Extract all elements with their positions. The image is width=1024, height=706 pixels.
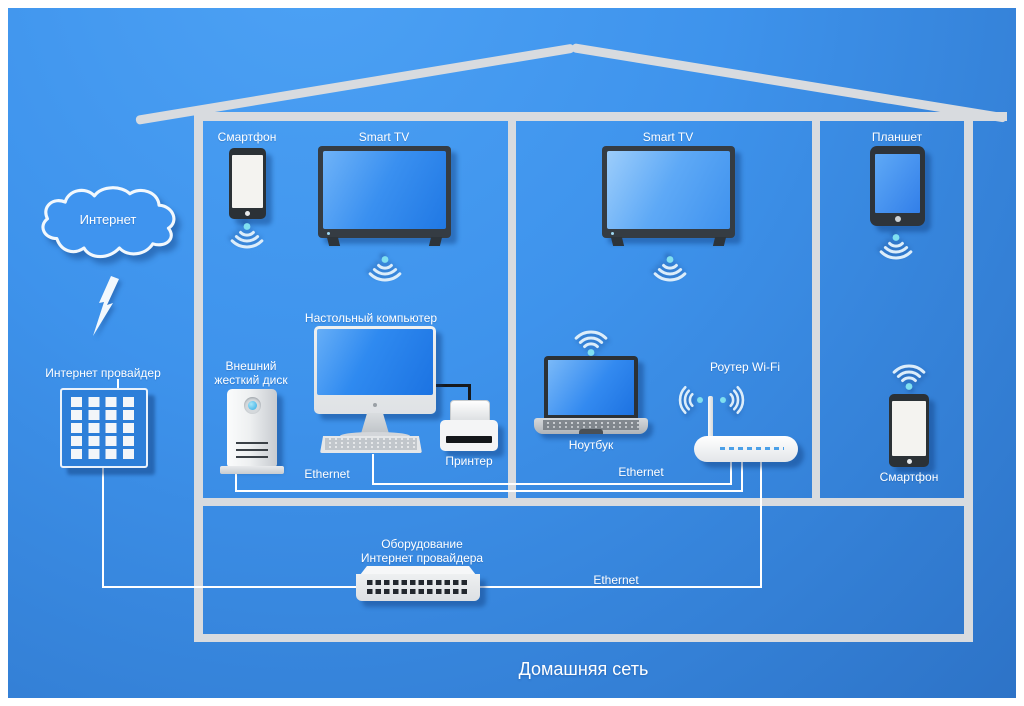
cable-hdd-vertical bbox=[235, 474, 237, 492]
cable-desktop-to-router bbox=[372, 483, 732, 485]
network-switch-icon bbox=[356, 574, 480, 601]
provider-label: Интернет провайдер bbox=[45, 366, 161, 380]
router-label: Роутер Wi-Fi bbox=[709, 360, 781, 374]
switch-top-face bbox=[360, 566, 476, 575]
smart-tv-left-icon bbox=[318, 146, 451, 246]
internet-cloud-label: Интернет bbox=[79, 212, 137, 227]
cable-provider-vertical bbox=[102, 466, 104, 588]
lightning-bolt-icon bbox=[93, 276, 119, 336]
right-wall bbox=[964, 114, 973, 642]
cable-monitor-to-printer-h bbox=[430, 384, 471, 387]
wifi-signal-icon bbox=[876, 232, 916, 266]
internet-cloud-icon bbox=[36, 178, 182, 270]
provider-label-leader bbox=[117, 379, 119, 390]
provider-building-icon bbox=[60, 388, 148, 468]
laptop-label: Ноутбук bbox=[568, 438, 614, 452]
desktop-monitor-icon bbox=[314, 326, 436, 414]
monitor-stand bbox=[360, 413, 390, 434]
laptop-icon bbox=[544, 356, 638, 419]
hdd-base bbox=[220, 466, 284, 474]
wifi-signal-icon bbox=[650, 254, 690, 288]
cable-basement-right bbox=[478, 586, 762, 588]
printer-label: Принтер bbox=[445, 454, 493, 468]
cable-router-drop-1 bbox=[730, 460, 732, 485]
wifi-sidewaves-left-icon bbox=[674, 382, 694, 418]
ground-floor-beam bbox=[194, 634, 973, 642]
cable-router-drop-2 bbox=[741, 460, 743, 492]
diagram-canvas: Интернет Интернет провайдер Смартфон Sma… bbox=[8, 8, 1016, 698]
mid-floor-beam bbox=[194, 498, 973, 506]
ethernet-label-room2: Ethernet bbox=[618, 465, 664, 479]
wifi-sidewaves-right-icon bbox=[729, 382, 749, 418]
wifi-dot-left bbox=[697, 397, 703, 403]
tablet-label: Планшет bbox=[871, 130, 923, 144]
cable-hdd-to-router bbox=[235, 490, 743, 492]
building-windows bbox=[71, 397, 137, 459]
diagram-title: Домашняя сеть bbox=[518, 659, 649, 679]
ethernet-label-basement: Ethernet bbox=[593, 573, 639, 587]
smart-tv-mid-label: Smart TV bbox=[642, 130, 694, 144]
ceiling-beam bbox=[197, 112, 1007, 121]
laptop-base bbox=[534, 418, 648, 434]
wifi-router-icon bbox=[694, 436, 798, 462]
cable-desktop-vertical bbox=[372, 454, 374, 485]
roof-right-slope bbox=[571, 43, 1008, 123]
desktop-label: Настольный компьютер bbox=[304, 311, 438, 325]
wifi-dot-right bbox=[720, 397, 726, 403]
wifi-signal-icon bbox=[889, 358, 929, 392]
router-antenna bbox=[708, 396, 713, 438]
smart-tv-left-label: Smart TV bbox=[358, 130, 410, 144]
left-wall bbox=[194, 114, 203, 642]
smartphone-left-icon bbox=[229, 148, 266, 219]
hdd-label: Внешний жесткий диск bbox=[214, 359, 288, 387]
smartphone-right-label: Смартфон bbox=[879, 470, 939, 484]
interior-wall-1 bbox=[508, 118, 516, 504]
printer-icon bbox=[440, 420, 498, 451]
smart-tv-mid-icon bbox=[602, 146, 735, 246]
wifi-signal-icon bbox=[227, 221, 267, 255]
smartphone-right-icon bbox=[889, 394, 929, 467]
tablet-icon bbox=[870, 146, 925, 226]
ethernet-label-room1: Ethernet bbox=[304, 467, 350, 481]
cable-router-to-switch bbox=[760, 460, 762, 588]
cable-monitor-to-printer-v bbox=[468, 384, 471, 402]
external-hdd-icon bbox=[227, 389, 277, 467]
keyboard-icon bbox=[320, 436, 422, 453]
smartphone-left-label: Смартфон bbox=[217, 130, 277, 144]
wifi-signal-icon bbox=[571, 324, 611, 358]
isp-equipment-label: Оборудование Интернет провайдера bbox=[360, 537, 484, 565]
cable-basement-left bbox=[102, 586, 358, 588]
interior-wall-2 bbox=[812, 118, 820, 504]
wifi-signal-icon bbox=[365, 254, 405, 288]
